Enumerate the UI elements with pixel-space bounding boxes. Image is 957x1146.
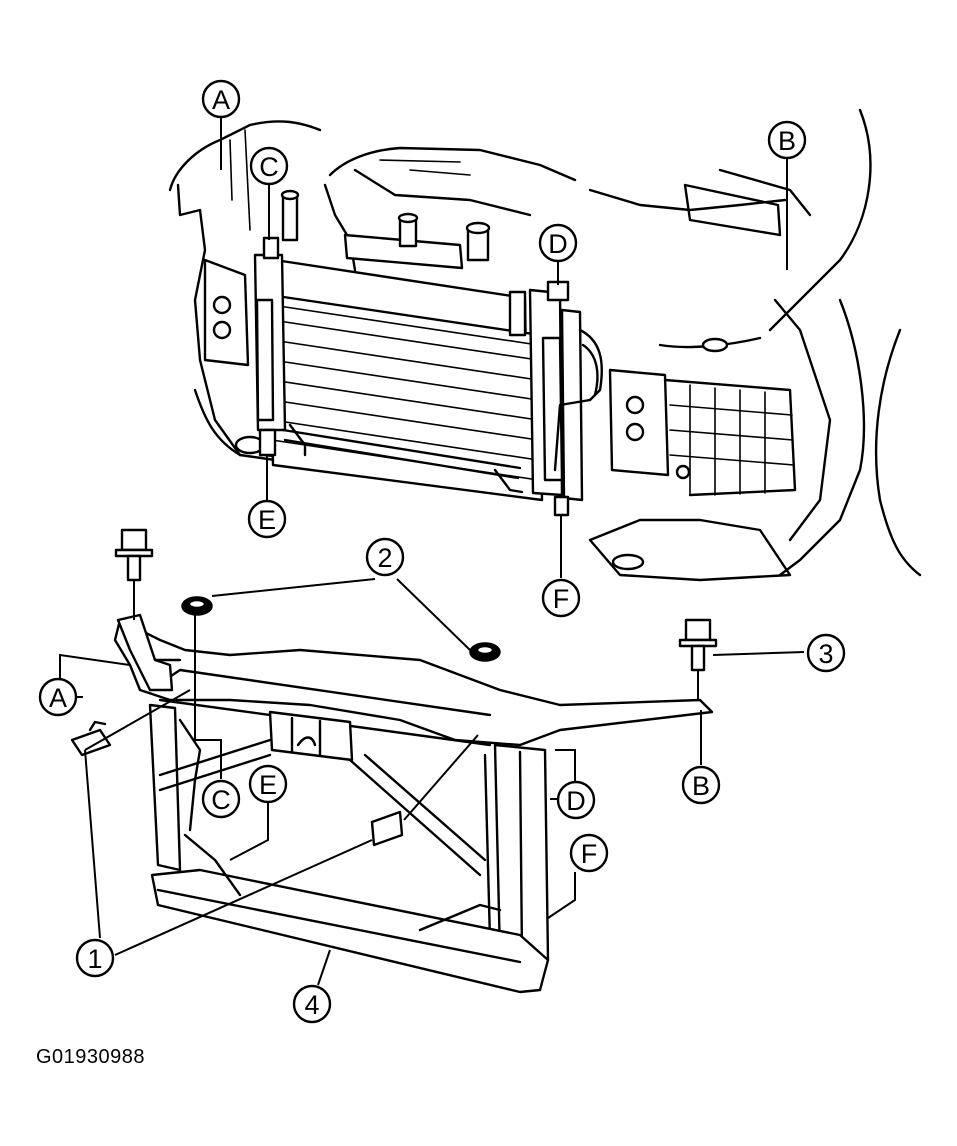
callout-label: E [258,505,276,535]
callout-label: C [211,785,231,815]
callout-label: C [259,152,279,182]
callout-label: 4 [304,990,319,1020]
leader-lines [59,118,805,986]
callout-label: 3 [818,639,833,669]
callout-label: B [778,126,796,156]
callout-label: F [553,584,570,614]
callout-E-top: E [247,499,287,539]
callout-label: D [548,229,568,259]
callout-C-top: C [249,146,289,186]
vehicle-front-end-illustration [168,108,922,582]
radiator-support-illustration [70,528,718,994]
callout-D-top: D [538,223,578,263]
callout-part-4: 4 [292,984,332,1024]
callout-B-top: B [767,120,807,160]
callout-F-bottom: F [569,833,609,873]
callout-D-bottom: D [556,780,596,820]
callout-label: F [581,839,598,869]
callout-E-bottom: E [248,764,288,804]
callout-label: A [49,683,67,713]
callout-label: B [692,771,710,801]
callout-label: D [566,786,586,816]
callout-B-bottom: B [681,765,721,805]
callout-A-bottom: A [38,677,78,717]
callout-label: 2 [377,543,392,573]
callout-label: 1 [87,944,102,974]
callout-C-bottom: C [201,779,241,819]
callout-F-top: F [541,578,581,618]
callout-part-2: 2 [365,537,405,577]
figure-id: G01930988 [36,1046,146,1068]
callout-part-3: 3 [806,633,846,673]
callout-part-1: 1 [75,938,115,978]
callout-label: E [259,770,277,800]
callout-label: A [212,85,230,115]
callout-A-top: A [201,79,241,119]
